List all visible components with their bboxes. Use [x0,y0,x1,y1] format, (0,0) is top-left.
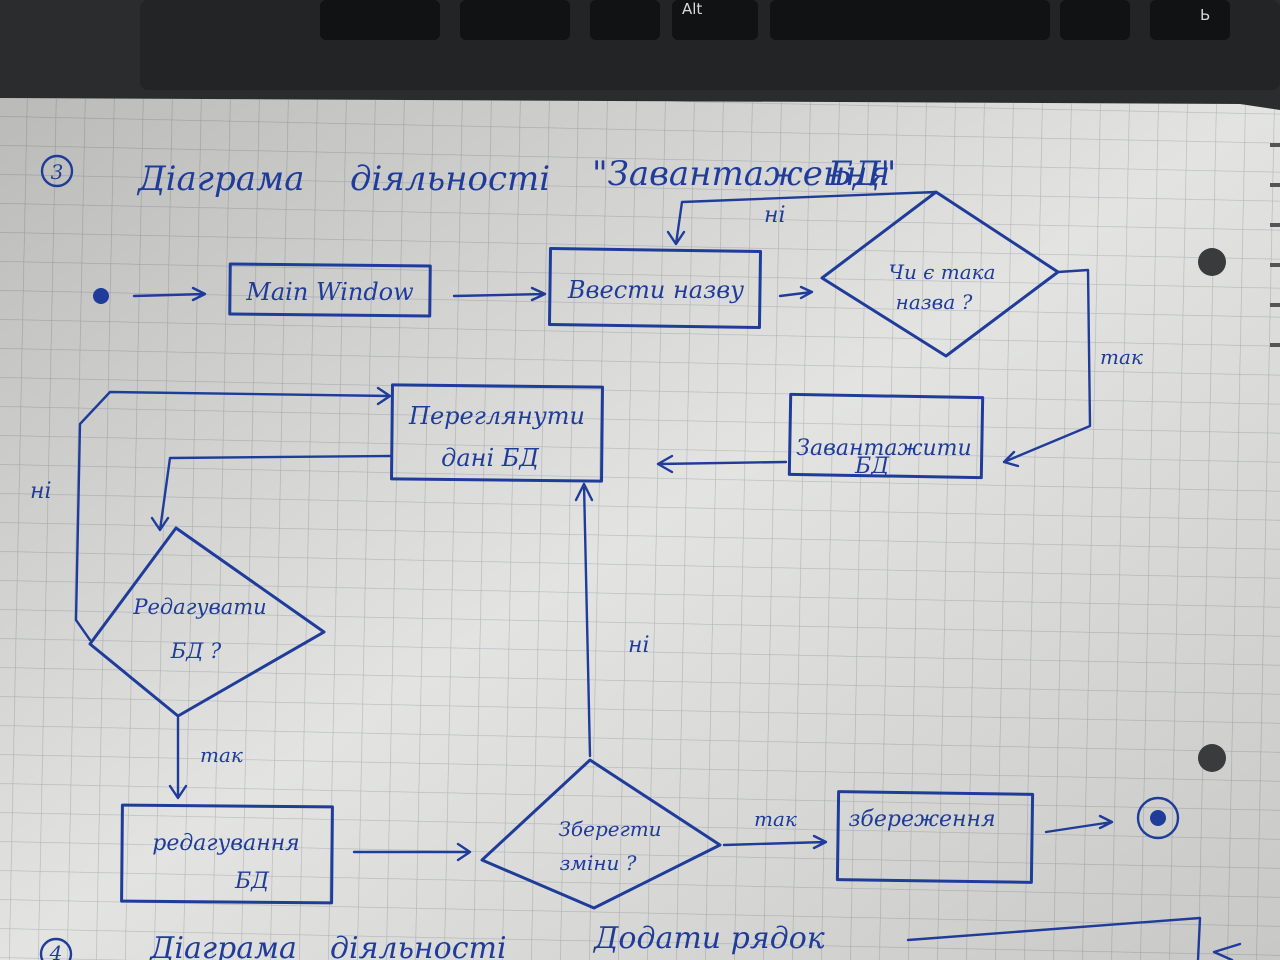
next-diagram-box-edge [906,916,1202,960]
arrow-no-back-to-view [74,386,392,642]
edge-label-no-top: ні [764,203,786,228]
decision-save: Зберегти зміни ? [480,758,722,910]
arrow-yes-to-saving [722,834,828,850]
keyboard-key [320,0,440,40]
arrow-yes-to-editing [168,716,188,800]
heading-word-4: БД" [827,154,896,194]
node-load-db: Завантажити БД [787,392,985,480]
node-saving: збереження [835,790,1035,884]
node-main-window-label: Main Window [245,278,414,306]
next-section-heading: 4 Діаграма діяльності Додати рядок [39,916,1242,960]
edge-label-yes-right: так [1100,345,1143,369]
heading-word-1: Діаграма [136,159,304,199]
binder-hole [1198,744,1226,772]
edge-label-no-left: ні [30,479,52,504]
keyboard: Alt Ь [0,0,1280,110]
node-load-db-line1: Завантажити [796,436,971,461]
alt-key [672,0,758,40]
node-view-data-line1: Переглянути [408,402,585,430]
keyboard-key [460,0,570,40]
flow-diagram: Main Window Ввести назву Чи є така назва… [30,190,1180,910]
cyrillic-key-label: Ь [1200,6,1210,24]
keyboard-key [1150,0,1230,40]
end-node [1136,796,1180,840]
heading-word-3: "Завантаження [592,154,890,194]
section-number: 3 [51,160,64,184]
section-number-circle [40,154,74,188]
binder-hole [1198,248,1226,276]
next-heading-word-2: діяльності [330,931,507,960]
node-enter-name-label: Ввести назву [567,276,744,304]
next-section-number-circle [39,937,73,960]
arrow-no-back-to-view-from-save [574,482,594,758]
arrow-view-to-edit [150,454,392,532]
keyboard-key [1060,0,1130,40]
decision-edit: Редагувати БД ? [88,526,326,718]
heading-word-2: діяльності [350,159,550,199]
alt-key-label: Alt [682,0,702,18]
edge-label-yes-bottom: так [200,743,243,767]
decision-save-line1: Зберегти [558,817,661,841]
next-heading-word-3: Додати рядок [592,921,825,956]
diagram-heading: 3 Діаграма діяльності "Завантаження БД" [40,154,896,199]
node-editing: редагування БД [120,803,334,905]
arrow-main-to-enter [452,286,547,302]
start-node [93,288,109,304]
node-view-data: Переглянути дані БД [390,383,604,483]
edge-label-yes-save: так [754,807,797,831]
next-diagram-arrow [1212,942,1242,960]
arrow-saving-to-end [1044,814,1114,834]
edge-label-no-middle: ні [628,633,650,658]
decision-name-exists-line2: назва ? [896,290,973,314]
decision-name-exists-line1: Чи є така [888,260,995,284]
arrow-load-to-view [656,454,788,474]
decision-save-line2: зміни ? [559,851,636,875]
node-main-window: Main Window [228,262,432,318]
arrow-enter-to-decision [778,285,814,300]
arrow-no-back-to-enter [666,190,938,246]
node-view-data-line2: дані БД [441,444,539,472]
arrow-start-to-main [132,286,207,302]
node-enter-name: Ввести назву [547,247,763,329]
flow-arrows [74,190,1114,862]
arrow-yes-to-load [1002,268,1092,468]
node-editing-line2: БД [234,869,270,894]
windows-key [590,0,660,40]
decision-edit-line1: Редагувати [132,595,266,619]
decision-edit-line2: БД ? [170,639,222,663]
decision-name-exists: Чи є така назва ? [820,190,1060,358]
next-section-number: 4 [49,941,63,960]
node-saving-label: збереження [848,807,995,832]
keyboard-key [770,0,1050,40]
arrow-editing-to-save [352,842,472,862]
node-load-db-line2: БД [854,454,890,479]
node-editing-line1: редагування [152,831,300,856]
next-heading-word-1: Діаграма [148,931,297,960]
